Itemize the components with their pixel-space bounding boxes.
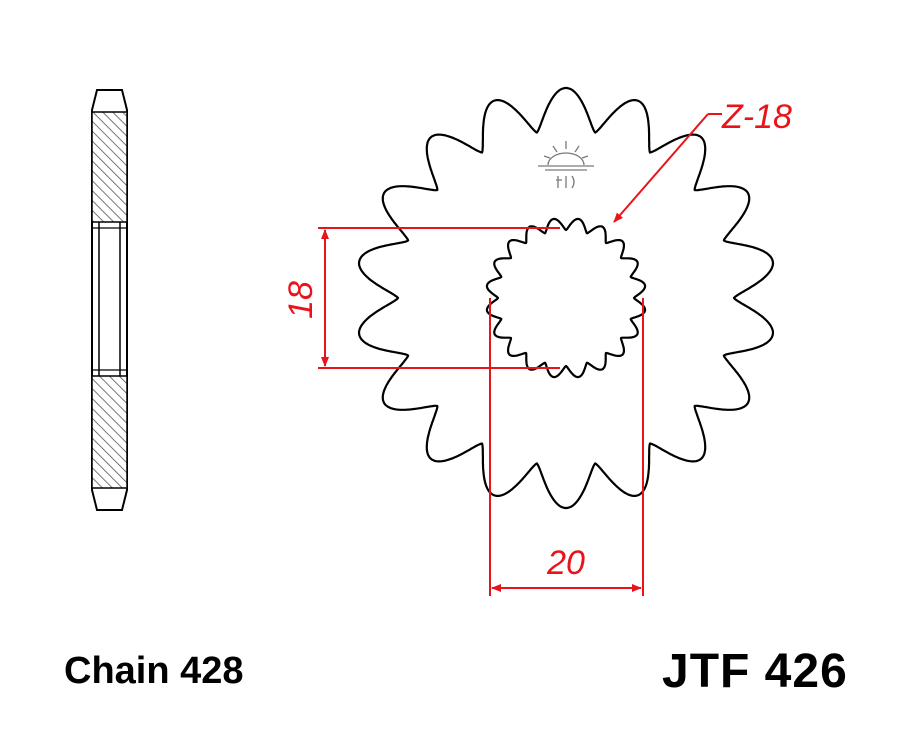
spline-bore bbox=[485, 217, 647, 379]
chain-size-label: Chain 428 bbox=[64, 650, 244, 692]
dimension-lines bbox=[318, 113, 722, 596]
side-profile-view bbox=[91, 89, 128, 511]
teeth-callout-text: Z-18 bbox=[721, 98, 792, 136]
callout-leader-diagonal bbox=[613, 113, 709, 223]
side-profile-hatch-bottom bbox=[91, 375, 128, 489]
part-number-label: JTF 426 bbox=[662, 645, 848, 698]
manufacturer-logo bbox=[538, 141, 594, 189]
side-profile-hatch-top bbox=[91, 111, 128, 223]
front-view bbox=[357, 86, 775, 510]
inner-dimension-text: 18 bbox=[282, 281, 320, 319]
bore-dimension-text: 20 bbox=[546, 544, 585, 582]
